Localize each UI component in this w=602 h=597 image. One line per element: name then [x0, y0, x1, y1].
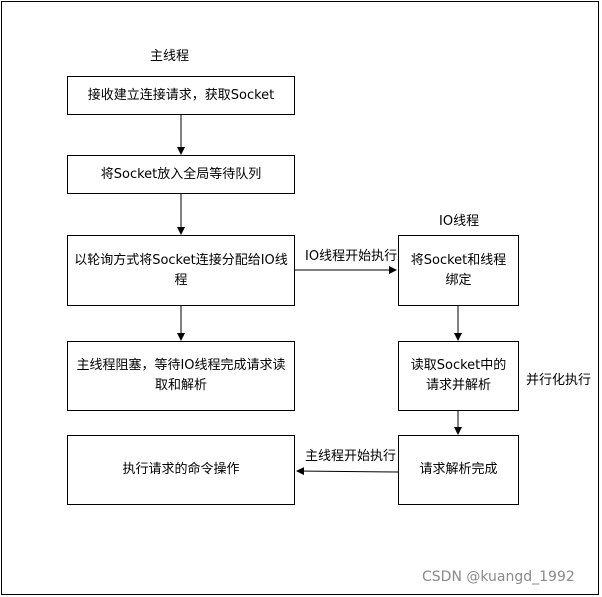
arrow-parsed-to-execute [296, 467, 399, 476]
io-thread-label: IO线程 [439, 214, 480, 229]
execute-command-box: 执行请求的命令操作 [67, 435, 295, 505]
main-thread-label: 主线程 [150, 49, 190, 64]
parse-complete-box: 请求解析完成 [398, 435, 519, 505]
dispatch-socket-box: 以轮询方式将Socket连接分配给IO线程 [67, 235, 295, 306]
main-thread-block-box: 主线程阻塞，等待IO线程完成请求读取和解析 [67, 341, 295, 411]
main-thread-start-label: 主线程开始执行 [305, 449, 397, 464]
watermark: CSDN @kuangd_1992 [422, 569, 575, 585]
parallel-execution-label: 并行化执行 [526, 373, 592, 388]
bind-socket-box: 将Socket和线程绑定 [398, 235, 519, 306]
enqueue-socket-box: 将Socket放入全局等待队列 [67, 155, 295, 194]
accept-connection-box: 接收建立连接请求，获取Socket [67, 76, 295, 115]
read-parse-box: 读取Socket中的请求并解析 [398, 341, 519, 411]
io-thread-start-label: IO线程开始执行 [305, 249, 398, 264]
